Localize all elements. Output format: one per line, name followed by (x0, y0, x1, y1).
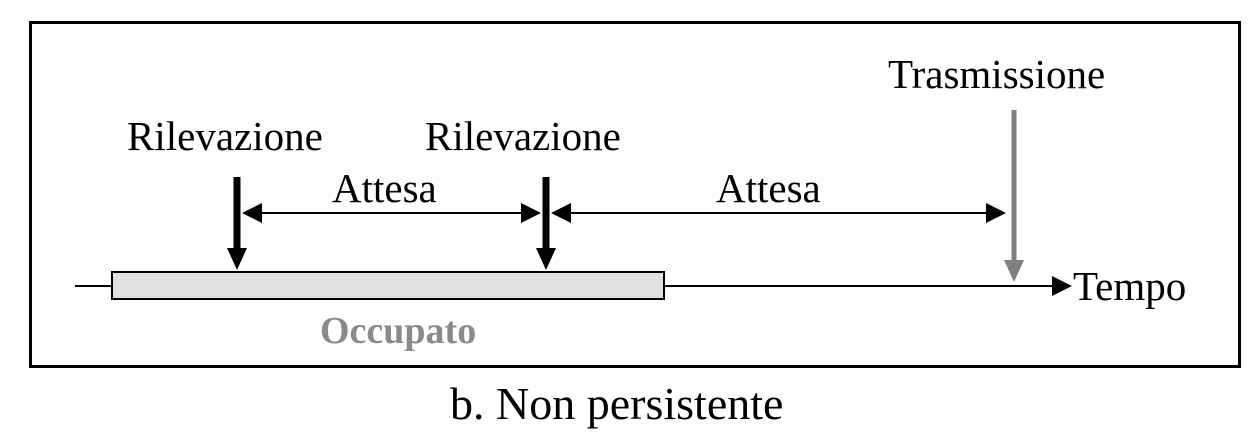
sensing-arrowhead-1 (227, 248, 247, 270)
busy-period-bar (111, 271, 665, 300)
busy-label: Occupato (320, 310, 477, 352)
diagram-border (29, 21, 1241, 368)
wait-1-arrowhead-left (242, 203, 262, 223)
sensing-label-1: Rilevazione (127, 113, 323, 159)
wait-1-arrowhead-right (521, 203, 541, 223)
wait-label-2: Attesa (716, 165, 821, 211)
transmission-label: Trasmissione (888, 51, 1106, 97)
wait-label-1: Attesa (332, 165, 437, 211)
wait-2-arrowhead-right (986, 203, 1006, 223)
time-axis-label: Tempo (1073, 263, 1187, 309)
sensing-arrowhead-2 (536, 248, 556, 270)
transmission-arrowhead (1004, 260, 1024, 282)
time-axis-arrowhead (1052, 276, 1072, 296)
figure-caption: b. Non persistente (450, 378, 784, 429)
sensing-label-2: Rilevazione (425, 113, 621, 159)
wait-2-arrowhead-left (551, 203, 571, 223)
